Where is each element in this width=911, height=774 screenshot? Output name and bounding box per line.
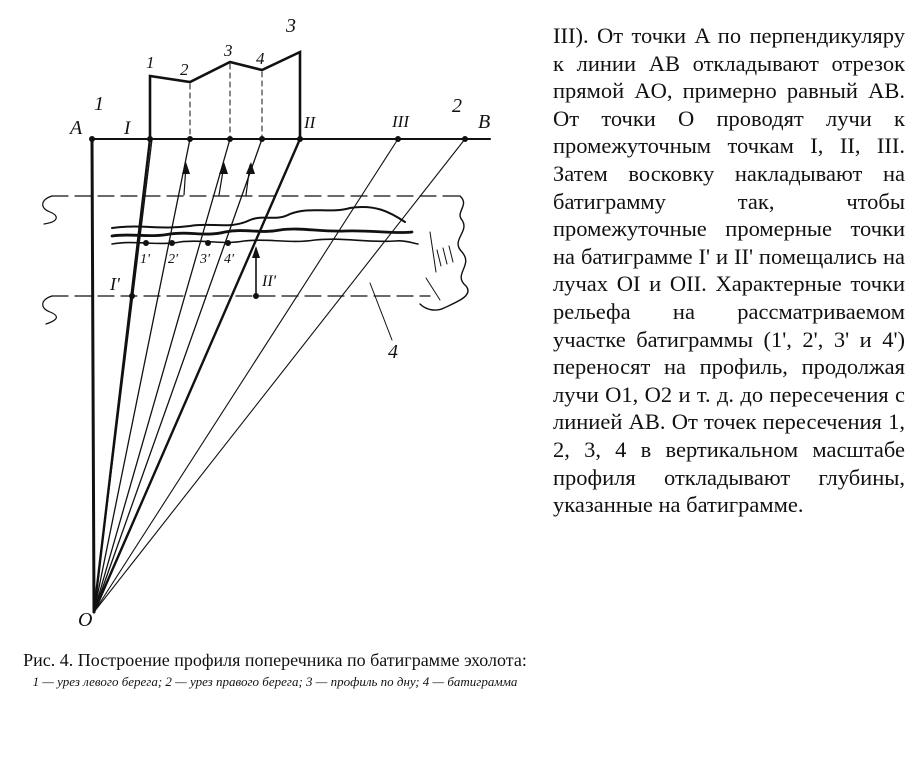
label-2-prime: 2' <box>168 252 179 267</box>
ray-o-3 <box>93 138 231 613</box>
point-1-prime <box>143 240 149 246</box>
label-o: O <box>78 609 92 631</box>
caption-legend: 1 — урез левого берега; 2 — урез правого… <box>32 674 518 689</box>
batigram-torn-edge <box>419 195 469 311</box>
point-2-ab <box>187 136 193 142</box>
body-paragraph: III). От точки A по перпендикуляру к лин… <box>553 23 905 518</box>
point-ii-prime-dot <box>253 293 259 299</box>
leader-batigram-4 <box>369 282 393 341</box>
point-iii <box>395 136 401 142</box>
label-profile-4: 4 <box>256 49 265 68</box>
point-ii <box>297 136 303 142</box>
left-shore-line <box>90 137 96 614</box>
ray-o-iii <box>93 138 399 613</box>
label-left-shore-1: 1 <box>94 93 104 115</box>
point-i-prime <box>129 293 135 299</box>
ray-o-ii <box>92 137 302 614</box>
label-i-prime: I' <box>109 274 121 294</box>
label-4-prime: 4' <box>224 252 235 267</box>
arrowhead-up-1 <box>182 162 190 174</box>
batigram-wave-left-top <box>42 195 57 225</box>
label-ii: II <box>303 113 317 132</box>
arrowhead-ii-prime <box>252 246 260 258</box>
ray-o-2 <box>93 138 191 613</box>
ray-o-b <box>93 138 466 613</box>
arrowhead-up-2 <box>219 162 228 174</box>
batigram-hatching <box>425 231 454 301</box>
label-right-shore-2: 2 <box>452 95 462 117</box>
label-1-prime: 1' <box>140 252 151 267</box>
figure-caption: Рис. 4. Построение профиля поперечника п… <box>20 650 530 690</box>
label-profile-1: 1 <box>146 53 155 72</box>
label-ii-prime: II' <box>261 273 277 290</box>
arrowhead-up-3 <box>246 162 255 174</box>
echogram-trace-lower <box>111 238 419 245</box>
label-iii: III <box>391 112 410 131</box>
point-3-ab <box>227 136 233 142</box>
label-profile-2: 2 <box>180 60 189 79</box>
label-b: B <box>478 111 490 133</box>
label-bottom-3: 3 <box>285 15 296 37</box>
point-4-prime <box>225 240 231 246</box>
label-profile-3: 3 <box>223 41 233 60</box>
label-i: I <box>123 118 132 139</box>
echogram-trace-main <box>110 227 414 238</box>
ray-o-1 <box>93 138 153 613</box>
point-b <box>462 136 468 142</box>
point-3-prime <box>205 240 211 246</box>
profile-construction-diagram: A 1 I 1 2 3 4 3 II III 2 B 1' 2' 3' 4' I… <box>42 15 491 631</box>
label-batigram-4: 4 <box>388 341 398 363</box>
point-4-ab <box>259 136 265 142</box>
label-a: A <box>68 117 83 139</box>
caption-title: Рис. 4. Построение профиля поперечника п… <box>23 650 527 670</box>
ray-o-4 <box>93 138 263 613</box>
point-2-prime <box>169 240 175 246</box>
label-3-prime: 3' <box>199 252 211 267</box>
figure: A 1 I 1 2 3 4 3 II III 2 B 1' 2' 3' 4' I… <box>0 0 530 650</box>
batigram-wave-left-bottom <box>42 295 57 325</box>
point-a <box>89 136 95 142</box>
point-i <box>147 136 153 142</box>
echogram-trace-upper <box>111 206 406 229</box>
bottom-profile <box>148 49 302 141</box>
